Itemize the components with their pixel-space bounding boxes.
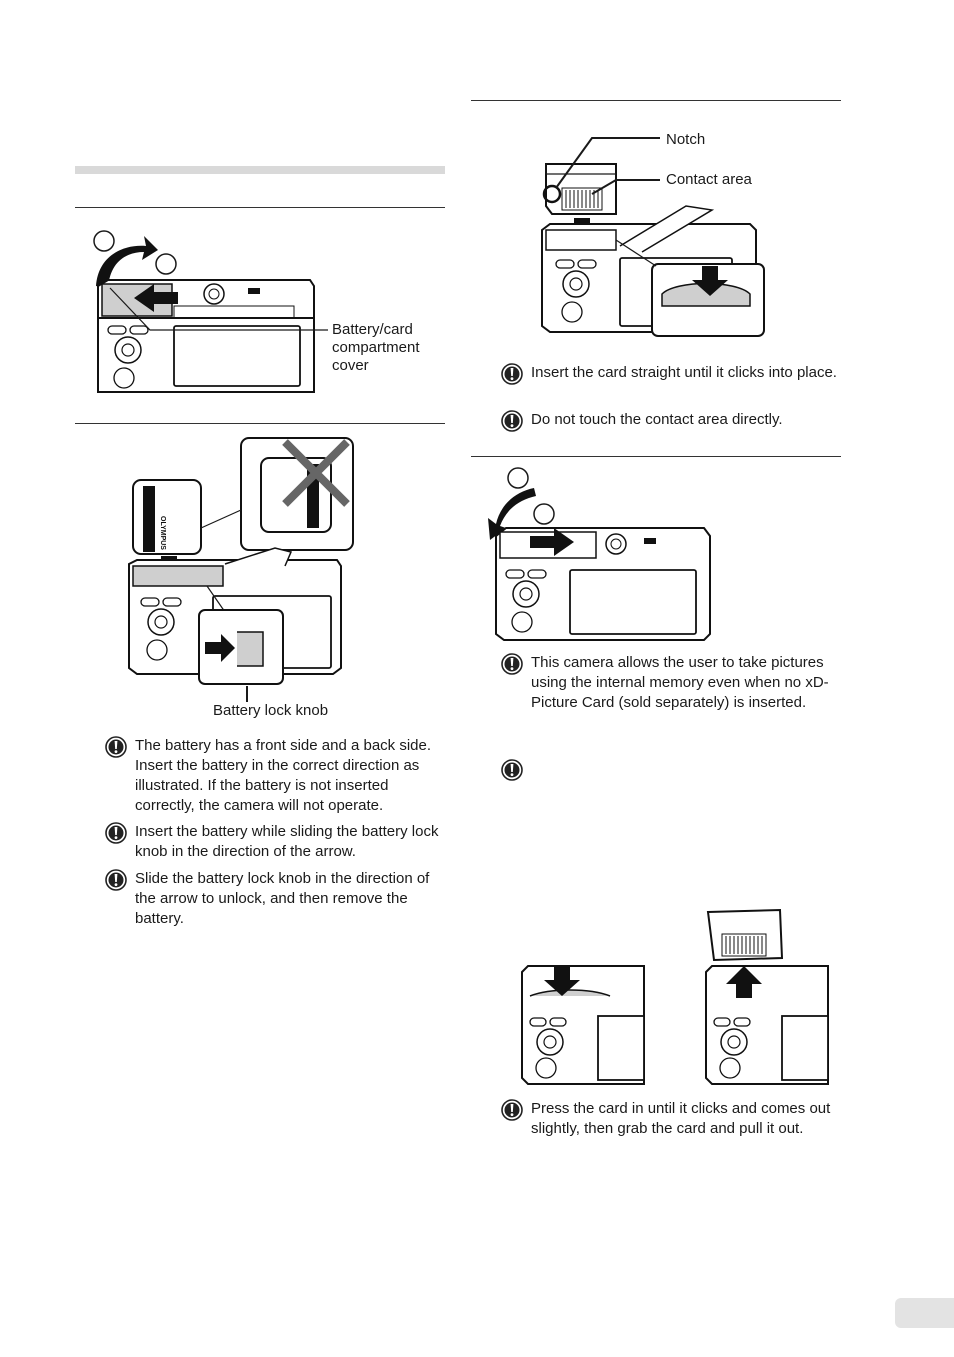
note-text: Slide the battery lock knob in the direc… (135, 870, 430, 927)
section-heading-band (75, 166, 445, 174)
step-divider (471, 100, 841, 101)
open-cover-illustration (93, 230, 328, 393)
step-circle-2 (533, 503, 555, 525)
card-pull-illustration (705, 908, 829, 1085)
close-cover-illustration (488, 467, 711, 641)
card-insert-illustration (541, 137, 765, 337)
step-circle-2 (155, 253, 177, 275)
step-divider (471, 456, 841, 457)
battery-brand: OLYMPUS (159, 516, 166, 550)
caution-note: Insert the battery while sliding the bat… (105, 822, 450, 862)
contact-area-label: Contact area (666, 171, 752, 188)
caution-icon (105, 736, 127, 758)
caution-note: Press the card in until it clicks and co… (501, 1099, 846, 1139)
caution-icon (501, 759, 523, 781)
note-text: The battery has a front side and a back … (135, 737, 432, 814)
note-text: Insert the card straight until it clicks… (531, 364, 837, 381)
step-divider (75, 423, 445, 424)
right-arrow-icon (530, 528, 574, 556)
step-circle-1 (507, 467, 529, 489)
curved-arrow-icon (488, 488, 536, 540)
note-text: This camera allows the user to take pict… (531, 654, 829, 711)
slide-arrow-icon (134, 284, 178, 312)
knob-label: Battery lock knob (213, 702, 329, 719)
up-arrow-icon (726, 966, 762, 998)
caution-icon (501, 410, 523, 432)
caution-note: Do not touch the contact area directly. (501, 410, 846, 432)
caution-icon (501, 1099, 523, 1121)
caution-note-empty (501, 759, 846, 781)
caution-note: Insert the card straight until it clicks… (501, 363, 846, 385)
caution-icon (105, 822, 127, 844)
caution-note: The battery has a front side and a back … (105, 736, 450, 816)
down-arrow-icon (544, 966, 580, 996)
caution-icon (105, 869, 127, 891)
notch-label: Notch (666, 131, 706, 148)
caution-icon (501, 363, 523, 385)
down-arrow-icon (692, 266, 728, 296)
caution-icon (501, 653, 523, 675)
note-text: Do not touch the contact area directly. (531, 411, 783, 428)
step-divider (75, 207, 445, 208)
note-text: Insert the battery while sliding the bat… (135, 823, 439, 860)
right-arrow-icon (205, 634, 235, 662)
cover-label: Battery/card compartment cover (332, 321, 420, 374)
card-press-illustration (521, 965, 645, 1085)
prohibited-cross-icon (282, 439, 350, 507)
caution-note: Slide the battery lock knob in the direc… (105, 869, 450, 929)
curved-arrow-icon (96, 236, 158, 288)
caution-note: This camera allows the user to take pict… (501, 653, 846, 713)
battery-insert-illustration: OLYMPUS (128, 437, 354, 702)
note-text: Press the card in until it clicks and co… (531, 1100, 831, 1137)
page-number-tab (895, 1298, 954, 1328)
step-circle-1 (93, 230, 115, 252)
